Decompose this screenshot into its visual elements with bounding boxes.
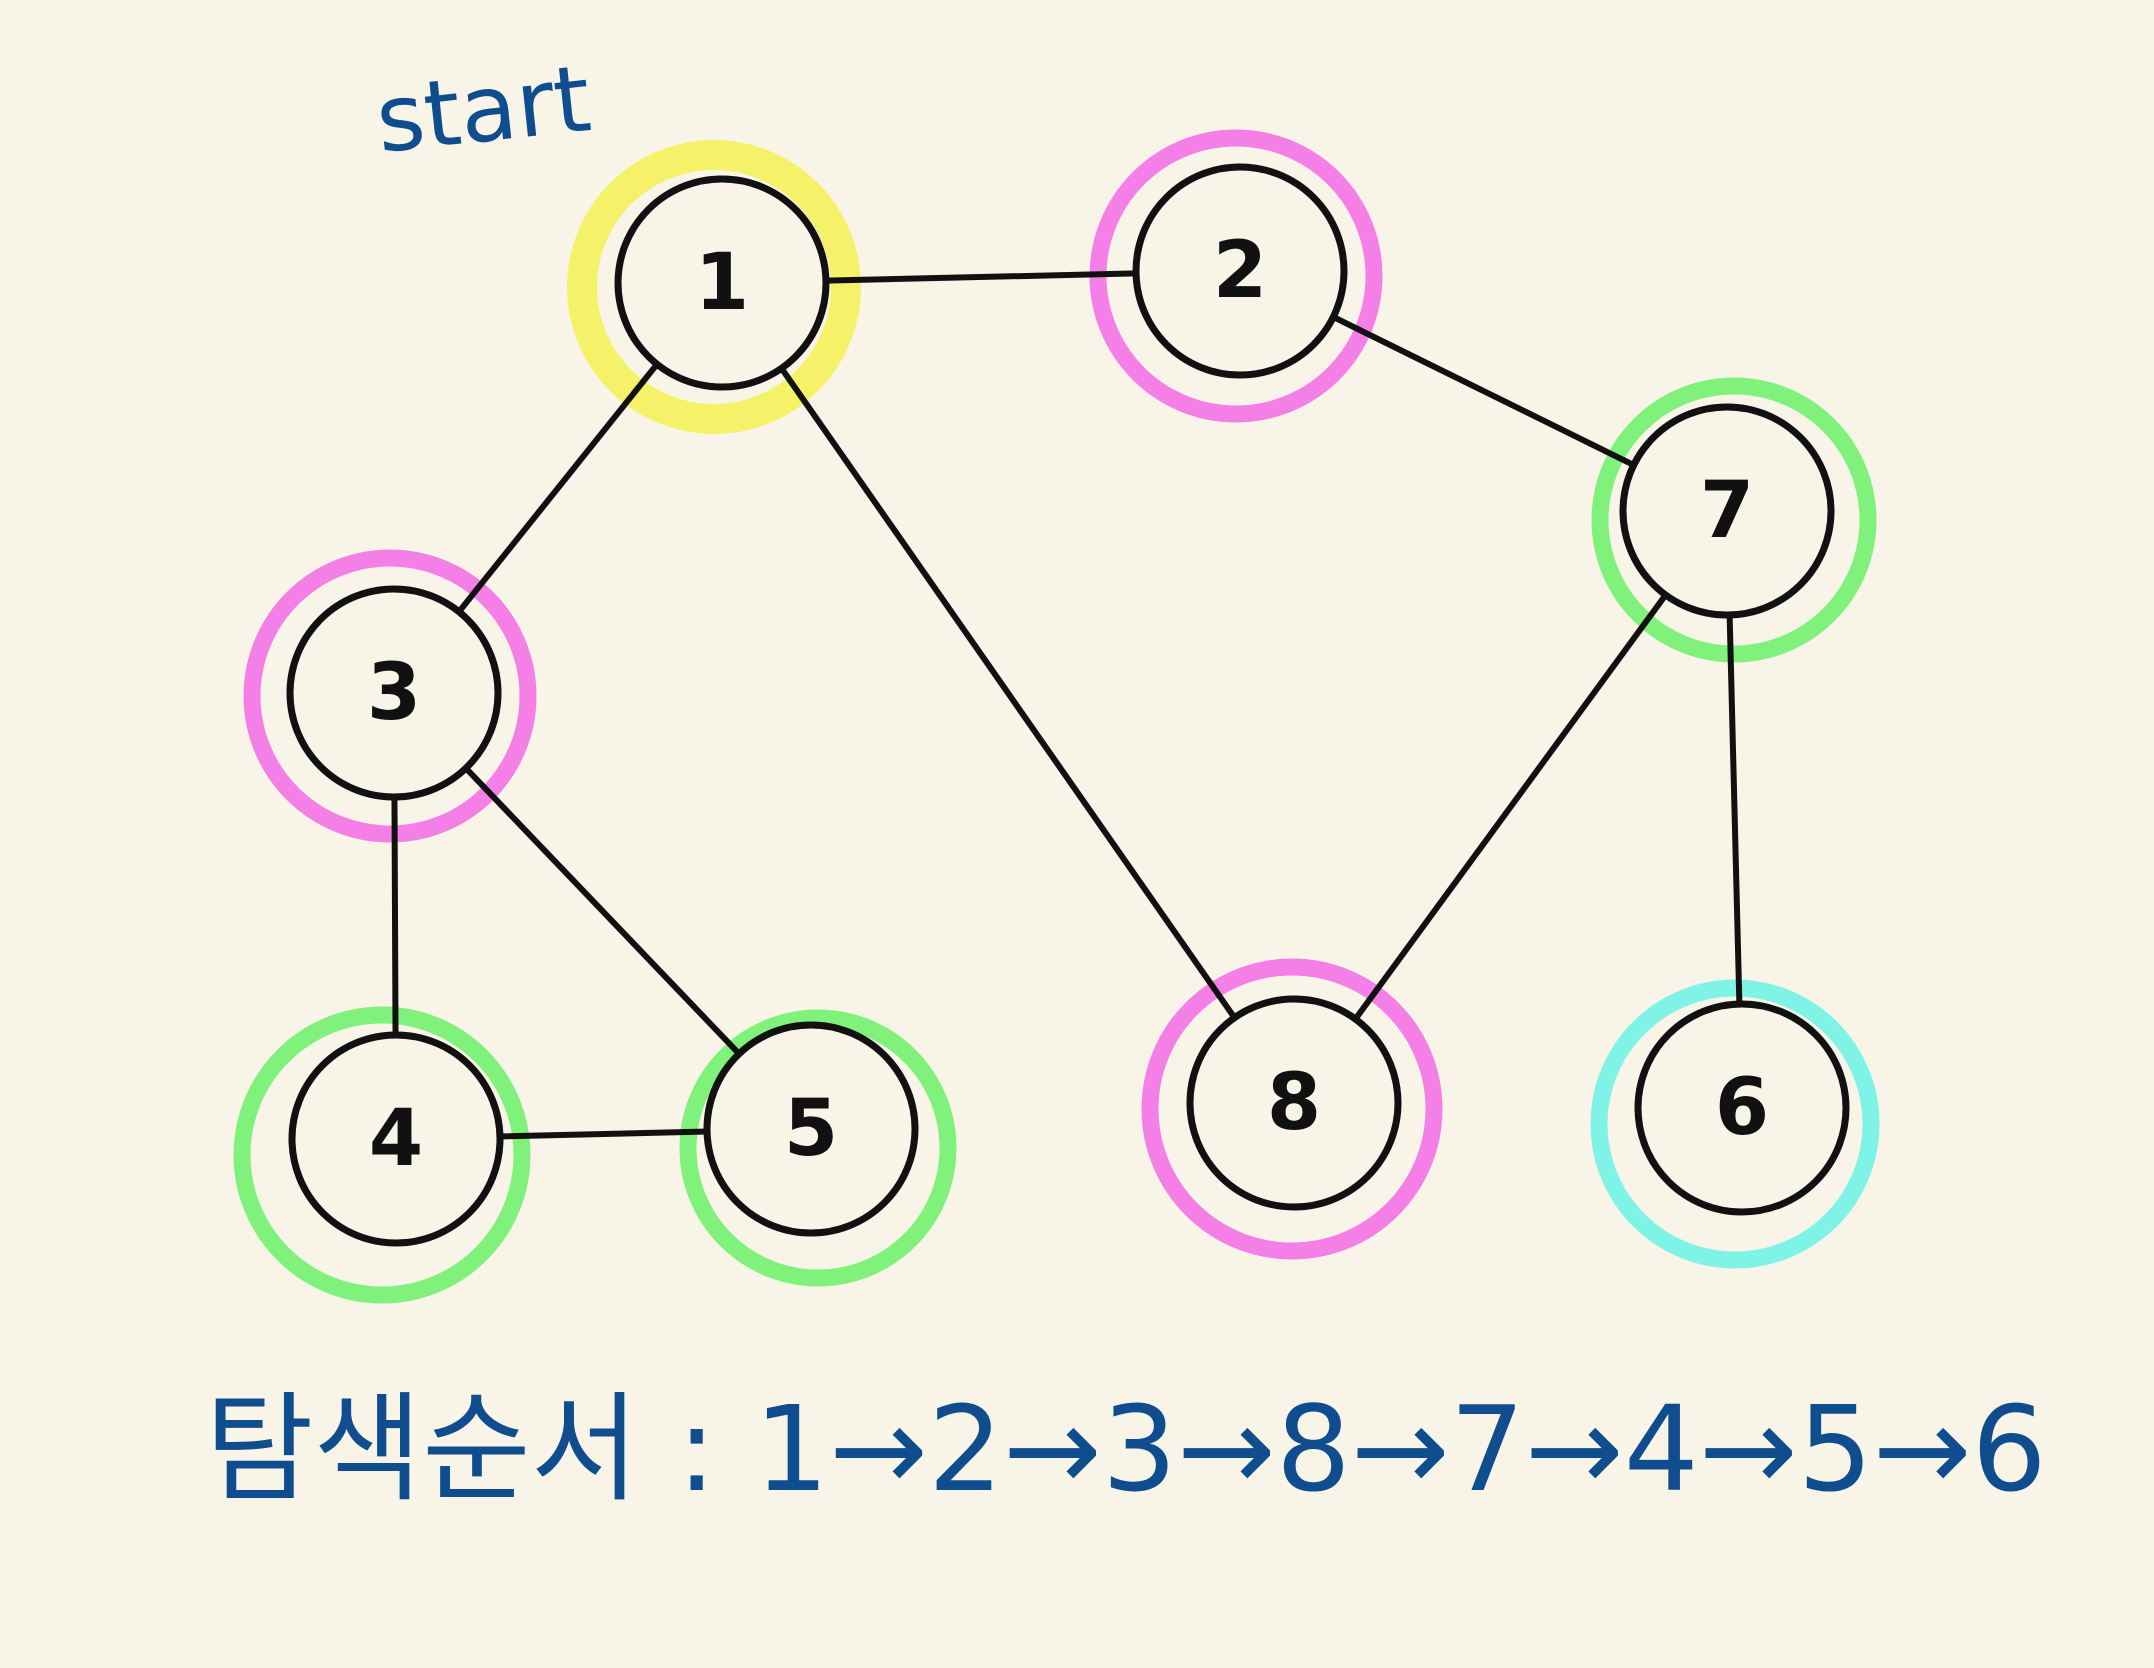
edges	[391, 270, 1743, 1140]
edge-3-4	[391, 793, 399, 1039]
edge-1-8	[778, 365, 1238, 1021]
node-8: 8	[1186, 995, 1402, 1211]
highlight-ring-4	[233, 1006, 531, 1304]
node-5: 5	[703, 1021, 919, 1237]
edge-3-5	[462, 765, 743, 1057]
highlight-ring-3	[243, 549, 537, 843]
node-1: 1	[614, 175, 830, 391]
node-circle-3	[286, 585, 502, 801]
nodes: 1 2 3 4 5 6 7 8	[286, 163, 1850, 1247]
node-label-6: 6	[1715, 1063, 1769, 1153]
node-7: 7	[1619, 403, 1835, 619]
edge-1-2	[822, 270, 1140, 284]
node-label-8: 8	[1267, 1058, 1321, 1148]
node-circle-8	[1186, 995, 1402, 1211]
highlight-ring-8	[1141, 958, 1443, 1260]
edge-2-7	[1330, 313, 1637, 469]
edge-1-3	[455, 361, 661, 615]
node-circle-7	[1619, 403, 1835, 619]
node-circle-4	[288, 1031, 504, 1247]
edge-4-5	[496, 1128, 711, 1140]
node-label-2: 2	[1213, 226, 1267, 316]
node-label-3: 3	[367, 648, 421, 738]
node-4: 4	[288, 1031, 504, 1247]
traversal-order-text: 탐색순서 : 1→2→3→8→7→4→5→6	[205, 1380, 2047, 1518]
node-label-4: 4	[369, 1094, 423, 1184]
node-circle-6	[1634, 1000, 1850, 1216]
node-3: 3	[286, 585, 502, 801]
node-circle-5	[703, 1021, 919, 1237]
node-6: 6	[1634, 1000, 1850, 1216]
start-label: start	[371, 45, 595, 174]
highlight-ring-6	[1590, 979, 1880, 1269]
highlight-ring-5	[679, 1009, 957, 1287]
node-circle-1	[614, 175, 830, 391]
node-label-5: 5	[784, 1084, 838, 1174]
edge-7-6	[1726, 611, 1743, 1008]
highlight-ring-7	[1591, 377, 1877, 663]
edge-7-8	[1352, 591, 1669, 1023]
node-label-1: 1	[695, 238, 749, 328]
node-circle-2	[1132, 163, 1348, 379]
highlight-ring-1	[567, 140, 861, 434]
highlight-circles	[233, 129, 1880, 1304]
node-label-7: 7	[1700, 466, 1754, 556]
node-2: 2	[1132, 163, 1348, 379]
